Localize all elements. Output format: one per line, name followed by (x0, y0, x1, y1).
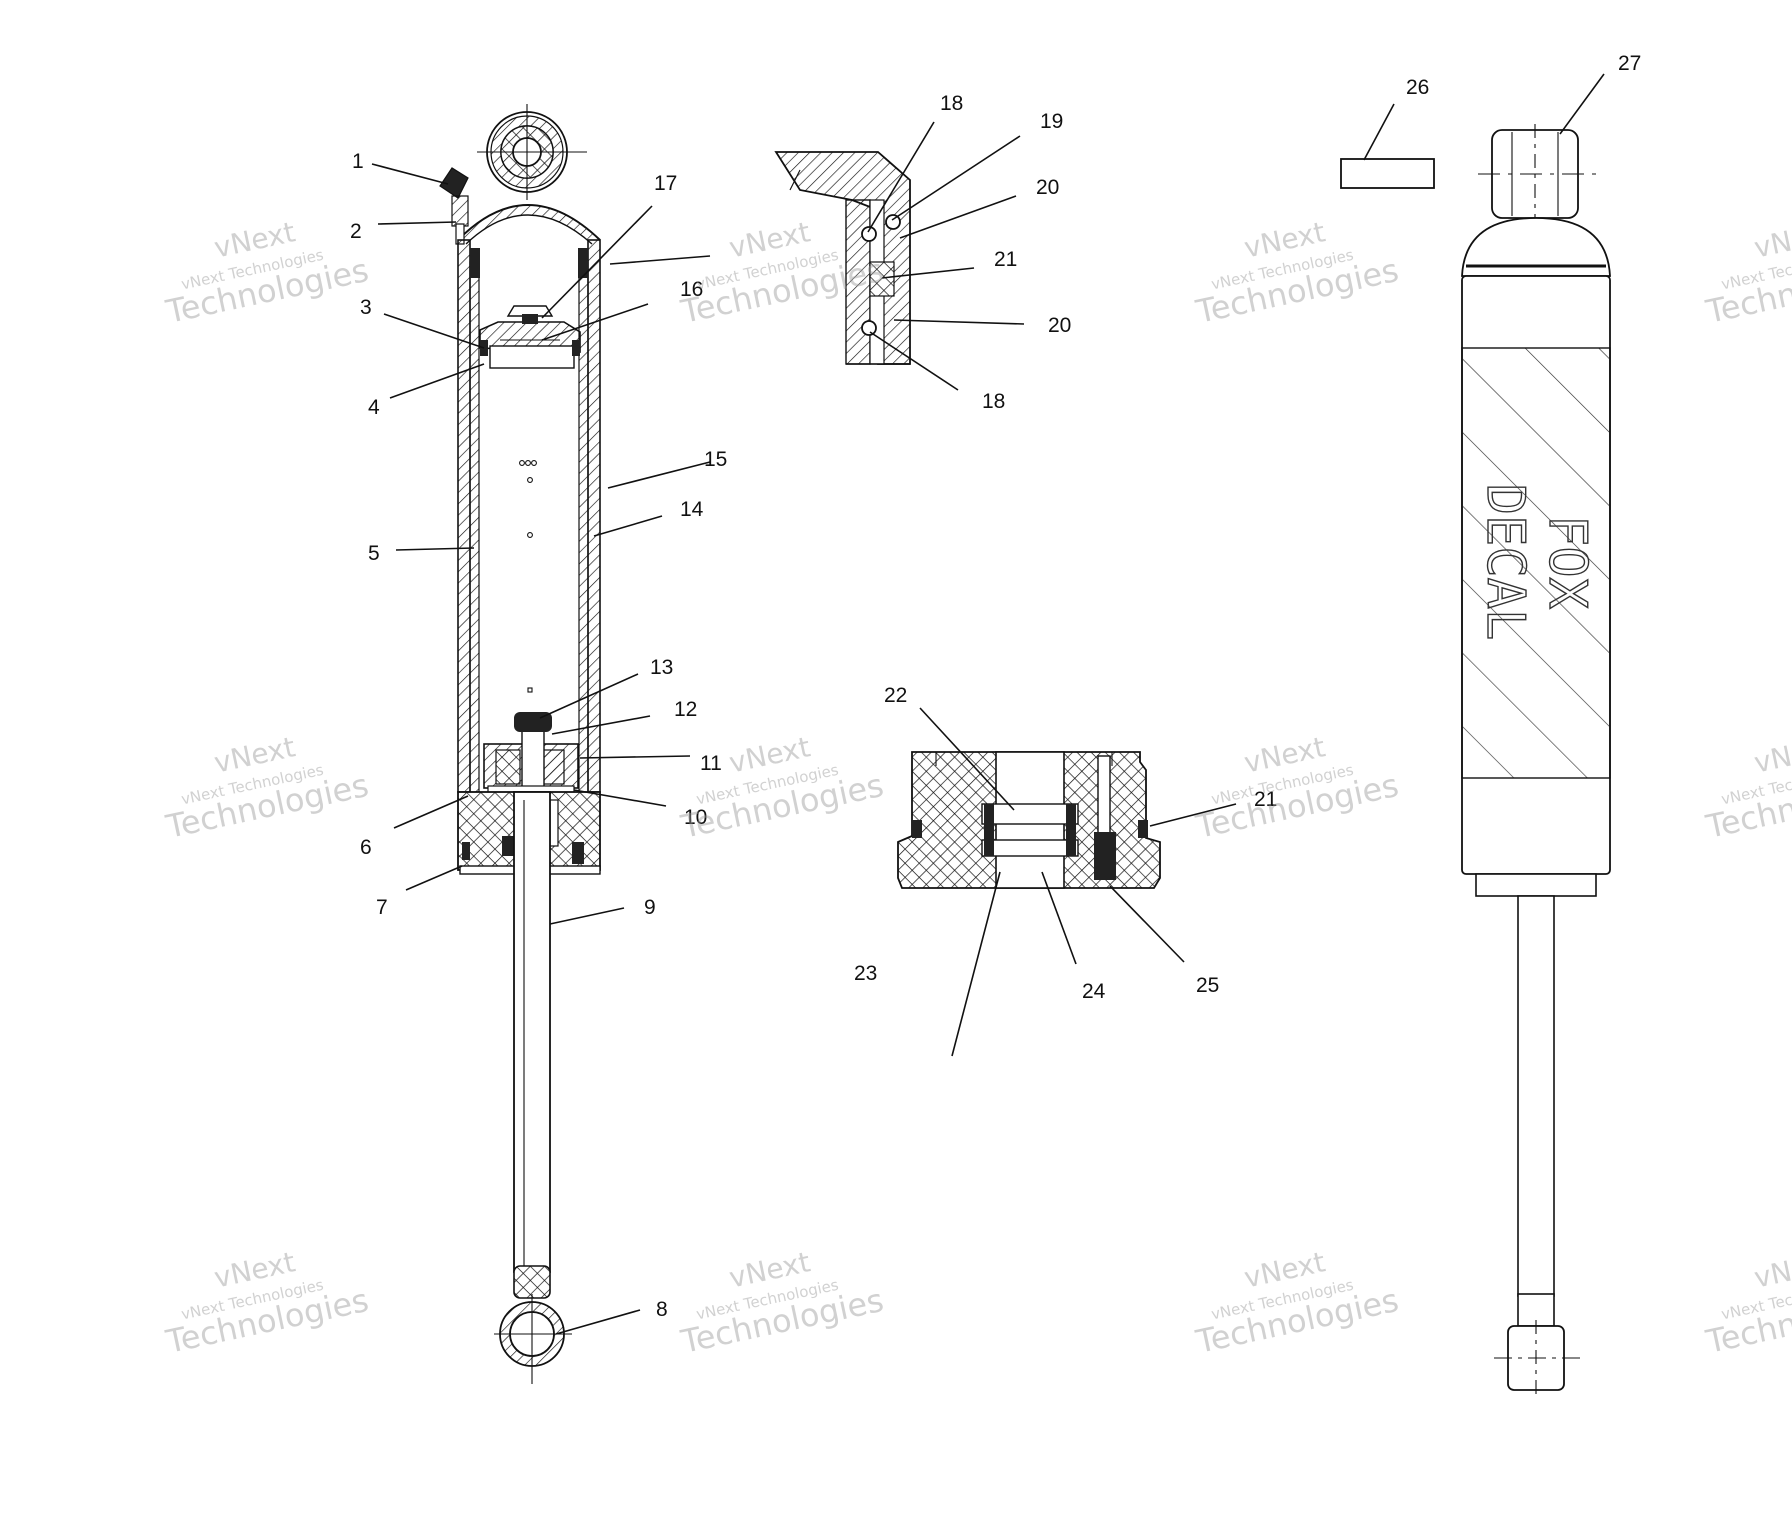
top-eyelet (477, 104, 587, 200)
callout-22: 22 (884, 684, 907, 707)
callout-26: 26 (1406, 76, 1429, 99)
watermark-8: vNext vNext Technologies Technologies (1702, 730, 1792, 846)
callout-20-bottom: 20 (1048, 314, 1071, 337)
watermark-6: vNext vNext Technologies Technologies (677, 730, 887, 846)
callout-6: 6 (360, 836, 372, 859)
callout-21-bottom: 21 (1254, 788, 1277, 811)
callout-2: 2 (350, 220, 362, 243)
callout-21-top: 21 (994, 248, 1017, 271)
leader-lines (371, 73, 1605, 1335)
svg-text:vNext: vNext (1751, 730, 1792, 779)
callout-19: 19 (1040, 110, 1063, 133)
callout-25: 25 (1196, 974, 1219, 997)
callout-23: 23 (854, 962, 877, 985)
callout-4: 4 (368, 396, 380, 419)
callout-16: 16 (680, 278, 703, 301)
callout-20-top: 20 (1036, 176, 1059, 199)
callout-15: 15 (704, 448, 727, 471)
watermark-1: vNext vNext Technologies Technologies (162, 215, 372, 331)
callout-10: 10 (684, 806, 707, 829)
callout-9: 9 (644, 896, 656, 919)
callout-1: 1 (352, 150, 364, 173)
decal-line-decal: DECAL (1475, 484, 1535, 641)
callout-17: 17 (654, 172, 677, 195)
callout-27: 27 (1618, 52, 1641, 75)
svg-text:vNext: vNext (1751, 1245, 1792, 1294)
callout-11: 11 (700, 752, 722, 775)
callout-13: 13 (650, 656, 673, 679)
watermark-3: vNext vNext Technologies Technologies (1192, 215, 1402, 331)
air-valve (439, 167, 469, 245)
watermark-11: vNext vNext Technologies Technologies (1192, 1245, 1402, 1361)
callout-5: 5 (368, 542, 380, 565)
watermark-10: vNext vNext Technologies Technologies (677, 1245, 887, 1361)
fox-decal: FOX DECAL (1474, 483, 1597, 641)
callout-18-top: 18 (940, 92, 963, 115)
callout-3: 3 (360, 296, 372, 319)
end-cap-detail (897, 751, 1161, 889)
svg-text:vNext: vNext (1751, 215, 1792, 264)
watermark-9: vNext vNext Technologies Technologies (162, 1245, 372, 1361)
callout-14: 14 (680, 498, 704, 521)
assembled-shock: FOX DECAL (1340, 124, 1611, 1396)
floating-piston (479, 305, 581, 369)
callout-18-bottom: 18 (982, 390, 1005, 413)
callout-12: 12 (674, 698, 697, 721)
seal-detail-view (774, 151, 911, 365)
callout-24: 24 (1082, 980, 1106, 1003)
decal-line-fox: FOX (1537, 515, 1597, 609)
watermark-5: vNext vNext Technologies Technologies (162, 730, 372, 846)
bottom-eyelet (494, 1294, 572, 1384)
callout-8: 8 (656, 1298, 668, 1321)
main-shock-cross-section (439, 104, 601, 1384)
watermark-4: vNext vNext Technologies Technologies (1702, 215, 1792, 331)
watermark-7: vNext vNext Technologies Technologies (1192, 730, 1402, 846)
damping-piston (483, 712, 579, 795)
callout-7: 7 (376, 896, 388, 919)
watermark-12: vNext vNext Technologies Technologies (1702, 1245, 1792, 1361)
callout-numbers: 1 2 3 4 5 6 7 8 9 10 11 12 13 14 15 16 1… (350, 52, 1641, 1321)
